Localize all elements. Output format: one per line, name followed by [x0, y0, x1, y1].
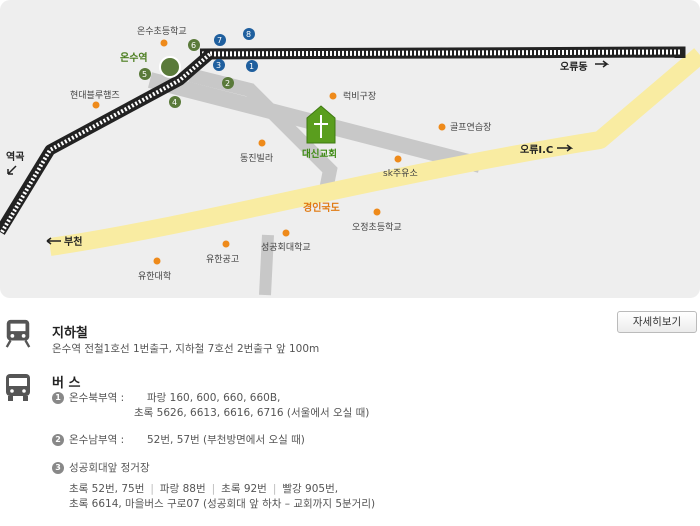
arrow-right-icon — [595, 60, 610, 68]
poi-yuhan-college: 유한대학 — [138, 271, 171, 282]
detail-button[interactable]: 자세히보기 — [617, 311, 697, 333]
station-marker — [159, 56, 181, 78]
exit-label-3: 3 — [216, 61, 221, 70]
poi-onsu-elementary: 온수초등학교 — [137, 26, 187, 37]
stop-number-3: 3 — [52, 462, 64, 474]
exit-label-6: 6 — [191, 41, 196, 50]
main-road-label: 경인국도 — [303, 201, 340, 214]
poi-yuhan-tech-high: 유한공고 — [206, 254, 239, 265]
exit-marker-7 — [214, 34, 226, 46]
exit-marker-2 — [222, 77, 234, 89]
map-svg: 온수역 1 2 3 4 5 6 7 8 온수초등학교 현대블루햄즈 럭비구장 골… — [0, 0, 700, 298]
poi-golf-range: 골프연습장 — [450, 122, 491, 133]
stop-number-2: 2 — [52, 434, 64, 446]
bus-icon — [6, 374, 30, 401]
poi-rugby-field: 럭비구장 — [343, 90, 376, 102]
dir-oryu-ic: 오류I.C — [520, 144, 553, 156]
subway-title: 지하철 — [52, 326, 88, 341]
stop-1-routes-line1: 파랑 160, 600, 660, 660B, — [147, 392, 281, 404]
church-marker: 대신교회 — [302, 105, 337, 160]
subway-description: 온수역 전철1호선 1번출구, 지하철 7호선 2번출구 앞 100m — [52, 343, 320, 355]
stop-2-routes: 52번, 57번 (부천방면에서 오실 때) — [147, 434, 305, 446]
route-group: 빨강 905번, — [282, 483, 339, 495]
poi-hyundai-bluehams: 현대블루햄즈 — [70, 89, 120, 101]
location-map: 온수역 1 2 3 4 5 6 7 8 온수초등학교 현대블루햄즈 럭비구장 골… — [0, 0, 700, 298]
church-label: 대신교회 — [302, 148, 337, 160]
poi-sk-gas-station: sk주유소 — [383, 168, 418, 179]
route-group: 파랑 88번 — [159, 483, 206, 495]
stop-name-1: 온수북부역 : — [69, 392, 125, 404]
exit-marker-6 — [188, 39, 200, 51]
poi-ojeong-elementary: 오정초등학교 — [352, 222, 402, 233]
stop-3-routes-line1: 초록 52번, 75번|파랑 88번|초록 92번|빨강 905번, — [69, 483, 339, 495]
exit-marker-1 — [246, 60, 258, 72]
route-group: 초록 92번 — [221, 483, 267, 495]
exit-marker-8 — [243, 28, 255, 40]
exit-label-2: 2 — [225, 79, 230, 88]
station-exits: 1 2 3 4 5 6 7 8 — [139, 28, 258, 108]
dir-bucheon: 부천 — [64, 235, 82, 248]
route-group: 초록 52번, 75번 — [69, 483, 145, 495]
dir-yeokgok: 역곡 — [6, 150, 24, 163]
stop-name-3: 성공회대앞 정거장 — [69, 462, 150, 474]
stop-3-routes-line2: 초록 6614, 마을버스 구로07 (성공회대 앞 하차 – 교회까지 5분거… — [69, 498, 376, 510]
arrow-right-icon — [557, 144, 574, 152]
dir-oryu-dong: 오류동 — [560, 61, 588, 73]
exit-label-8: 8 — [246, 30, 251, 39]
exit-marker-4 — [169, 96, 181, 108]
stop-number-1: 1 — [52, 392, 64, 404]
gyeongin-road — [48, 48, 700, 256]
railway — [0, 46, 686, 235]
subway-icon — [5, 319, 31, 348]
landmarks: 온수초등학교 현대블루햄즈 럭비구장 골프연습장 동진빌라 sk주유소 오정초등… — [70, 26, 491, 282]
direction-labels: 오류동 오류I.C 부천 역곡 — [6, 60, 610, 248]
exit-marker-3 — [213, 59, 225, 71]
exit-label-1: 1 — [249, 62, 254, 71]
stop-name-2: 온수남부역 : — [69, 434, 125, 446]
exit-label-7: 7 — [217, 36, 222, 45]
exit-label-4: 4 — [172, 98, 177, 107]
station-label: 온수역 — [120, 51, 148, 64]
poi-dongjin-villa: 동진빌라 — [240, 153, 274, 164]
arrow-left-icon — [46, 237, 61, 245]
poi-sungkonghoe-univ: 성공회대학교 — [261, 242, 311, 253]
stop-1-routes-line2: 초록 5626, 6613, 6616, 6716 (서울에서 오실 때) — [134, 407, 370, 419]
bus-title: 버 스 — [52, 376, 81, 391]
exit-marker-5 — [139, 68, 151, 80]
arrow-down-left-icon — [7, 165, 17, 175]
exit-label-5: 5 — [142, 70, 147, 79]
